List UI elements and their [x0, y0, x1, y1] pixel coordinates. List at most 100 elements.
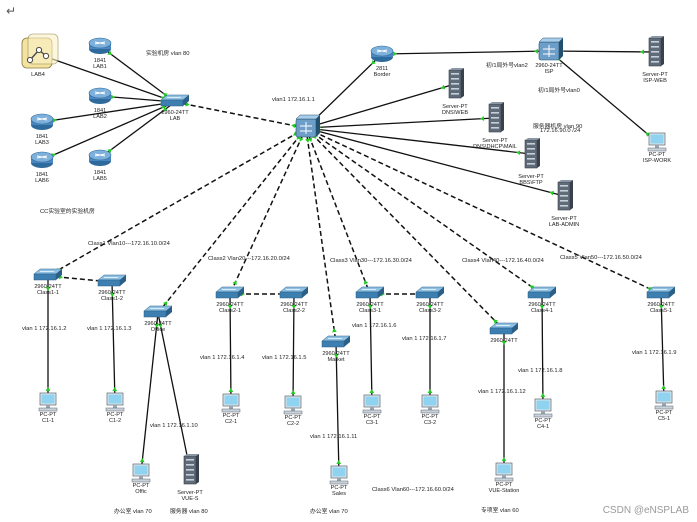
device-pc_c32[interactable]: [420, 394, 440, 414]
device-lab3[interactable]: [30, 113, 54, 130]
note-ip-c32: vlan 1 172.16.1.7: [402, 336, 447, 342]
note-ip-c12: vlan 1 172.16.1.3: [87, 326, 132, 332]
device-pc_c41[interactable]: [533, 398, 553, 418]
port-indicator: [336, 460, 342, 465]
device-border[interactable]: [370, 45, 394, 62]
link-c31-pc_c31: [369, 293, 373, 405]
device-name: C5-1: [657, 416, 671, 423]
device-c51[interactable]: [646, 286, 676, 299]
device-c41[interactable]: [527, 286, 557, 299]
device-dnsweb[interactable]: [448, 68, 464, 99]
port-indicator: [162, 93, 168, 98]
device-pc_c22[interactable]: [283, 395, 303, 415]
device-core[interactable]: [295, 114, 321, 138]
watermark: CSDN @eNSPLAB: [602, 505, 689, 516]
device-model: Server-PT: [442, 104, 468, 110]
note-class1: Class1 Vlan10---172.16.10.0/24: [88, 241, 170, 247]
device-c32[interactable]: [415, 286, 445, 299]
port-indicator: [539, 304, 545, 309]
device-office[interactable]: [143, 305, 173, 318]
device-model: 2960-24TT: [416, 302, 444, 308]
port-indicator: [661, 385, 667, 390]
device-isp[interactable]: [538, 37, 564, 61]
note-class3: Class3 Vlan30---172.16.30.0/24: [330, 258, 412, 264]
device-name: C1-2: [108, 418, 122, 425]
device-c31[interactable]: [355, 286, 385, 299]
device-model: 1841: [93, 108, 107, 114]
note-ip-office: vlan 1 172.16.1.10: [150, 423, 198, 429]
port-indicator: [290, 390, 296, 395]
note-ip-c21: vlan 1 172.16.1.4: [200, 355, 245, 361]
device-c21[interactable]: [215, 286, 245, 299]
device-model: Server-PT: [482, 138, 508, 144]
device-lab5[interactable]: [88, 149, 112, 166]
device-name: Class3-1: [358, 308, 382, 315]
device-pc_c51[interactable]: [654, 390, 674, 410]
device-pc_c11[interactable]: [38, 392, 58, 412]
device-ispwork[interactable]: [647, 132, 667, 152]
device-pc_c31[interactable]: [362, 394, 382, 414]
note-class4: Class4 Vlan40---172.16.40.0/24: [462, 258, 544, 264]
device-model: 2960-24TT: [490, 338, 518, 344]
device-name: LAB6: [35, 178, 49, 185]
port-indicator: [647, 287, 653, 292]
port-indicator: [45, 387, 51, 391]
device-lab4[interactable]: [21, 33, 59, 69]
device-bbsftp[interactable]: [524, 138, 540, 169]
port-indicator: [549, 190, 554, 196]
device-c11[interactable]: [33, 268, 63, 281]
note-office-vlan: 办公室 vlan 70: [114, 509, 152, 515]
port-indicator: [109, 292, 115, 297]
device-pc_office[interactable]: [131, 463, 151, 483]
device-name: Class4-1: [530, 308, 554, 315]
device-vuesw[interactable]: [489, 322, 519, 335]
device-lab6[interactable]: [30, 151, 54, 168]
link-lab1-labsw: [99, 45, 176, 103]
device-market[interactable]: [321, 335, 351, 348]
port-indicator: [427, 389, 433, 393]
device-lab2[interactable]: [88, 87, 112, 104]
device-pc_sales[interactable]: [329, 465, 349, 485]
port-indicator: [154, 323, 160, 328]
note-class2: Class2 Vlan20---172.16.20.0/24: [208, 256, 290, 262]
device-name: C1-1: [41, 418, 55, 425]
device-model: PC-PT: [222, 413, 240, 419]
link-c41-pc_c41: [541, 293, 544, 409]
device-c22[interactable]: [279, 286, 309, 299]
device-ispweb[interactable]: [648, 36, 664, 67]
device-labsw[interactable]: [160, 94, 190, 107]
link-core-dnsweb: [305, 83, 456, 129]
device-lab1[interactable]: [88, 37, 112, 54]
note-class5: Class5 Vlan50---172.16.50.0/24: [560, 255, 642, 261]
port-indicator: [51, 153, 56, 158]
device-model: 1841: [35, 172, 49, 178]
device-pc_c21[interactable]: [221, 393, 241, 413]
device-name: VUE-S: [181, 496, 199, 503]
device-c12[interactable]: [97, 274, 127, 287]
device-labadmin[interactable]: [557, 180, 573, 211]
note-ip-vue: vlan 1 172.16.1.12: [478, 389, 526, 395]
device-srv_vue[interactable]: [183, 454, 199, 485]
note-ip-c41: vlan 1 172.16.1.8: [518, 368, 563, 374]
device-dnsdhcp[interactable]: [488, 102, 504, 133]
note-isp-vlan: 初/1局外号vlan2: [486, 63, 528, 69]
port-indicator: [367, 304, 373, 309]
device-pc_vuest[interactable]: [494, 462, 514, 482]
device-pc_c12[interactable]: [105, 392, 125, 412]
note-ip-c11: vlan 1 172.16.1.2: [22, 326, 67, 332]
